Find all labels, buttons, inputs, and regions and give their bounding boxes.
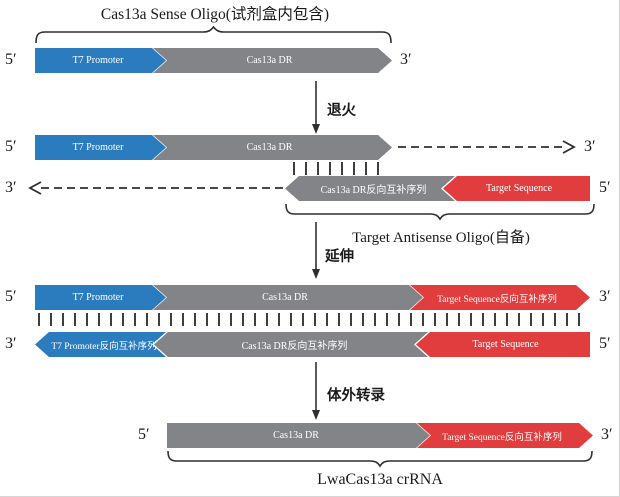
row3-five-prime-label: 5′ [599,179,611,196]
row5-three-prime-label: 3′ [5,335,17,352]
segment-label: Cas13a DR反向互补序列 [320,185,427,196]
segment-t7-promoter: T7 Promoter [35,135,166,160]
segment-t7-promoter: T7 Promoter [35,48,166,73]
sense-oligo-title: Cas13a Sense Oligo(试剂盒内包含) [100,6,330,23]
segment-label: T7 Promoter反向互补序列 [51,341,157,352]
row1-five-prime-label: 5′ [5,51,17,68]
segment-t7-promoter-revcomp: T7 Promoter反向互补序列 [35,332,168,357]
segment-label: Target Sequence [485,183,553,194]
segment-cas13a-dr: Cas13a DR [152,285,423,310]
segment-target-revcomp: Target Sequence反向互补序列 [409,285,590,310]
dashed-extension-arrow-right [398,140,576,154]
step-anneal-label: 退火 [327,103,356,119]
segment-label: Cas13a DR [246,55,293,66]
row6-three-prime-label: 3′ [601,426,613,443]
brace-sense-oligo [35,25,392,44]
base-pairing-ticks-anneal [293,162,379,175]
base-pairing-ticks-duplex [38,313,590,326]
down-arrow-extend [312,222,320,279]
brace-crrna [167,450,593,468]
segment-cas13a-dr-revcomp: Cas13a DR反向互补序列 [154,332,430,357]
row2-three-prime-label: 3′ [584,138,596,155]
row6-five-prime-label: 5′ [138,426,150,443]
row2-five-prime-label: 5′ [5,138,17,155]
segment-label: Cas13a DR [246,142,293,153]
segment-label: T7 Promoter [72,142,124,153]
row4-three-prime-label: 3′ [599,288,611,305]
step-extend-label: 延伸 [325,249,354,265]
row1-three-prime-label: 3′ [400,51,412,68]
row3-three-prime-label: 3′ [5,179,17,196]
segment-label: Cas13a DR [262,292,308,303]
down-arrow-anneal [312,81,320,134]
segment-cas13a-dr: Cas13a DR [152,48,392,73]
segment-label: Target Sequence反向互补序列 [442,432,562,443]
segment-label: T7 Promoter [72,55,124,66]
row4-five-prime-label: 5′ [5,288,17,305]
segment-label: Cas13a DR [273,430,319,441]
antisense-oligo-label: Target Antisense Oligo(自备) [352,230,530,246]
segment-cas13a-dr-revcomp: Cas13a DR反向互补序列 [285,176,457,201]
segment-label: Target Sequence [472,339,539,350]
step-transcribe-label: 体外转录 [327,388,385,404]
crrna-label: LwaCas13a crRNA [317,471,443,488]
segment-label: Target Sequence反向互补序列 [437,294,557,305]
segment-label: Cas13a DR反向互补序列 [241,341,348,352]
segment-cas13a-dr: Cas13a DR [167,423,430,448]
segment-target-sequence: Target Sequence [443,176,590,201]
segment-t7-promoter: T7 Promoter [35,285,166,310]
row5-five-prime-label: 5′ [599,335,611,352]
segment-target-revcomp: Target Sequence反向互补序列 [416,423,593,448]
segment-label: T7 Promoter [72,292,124,303]
segment-cas13a-dr: Cas13a DR [152,135,392,160]
down-arrow-transcribe [312,362,320,420]
segment-target-sequence: Target Sequence [416,332,590,357]
brace-antisense-oligo [285,203,595,221]
dashed-extension-arrow-left [28,181,285,195]
